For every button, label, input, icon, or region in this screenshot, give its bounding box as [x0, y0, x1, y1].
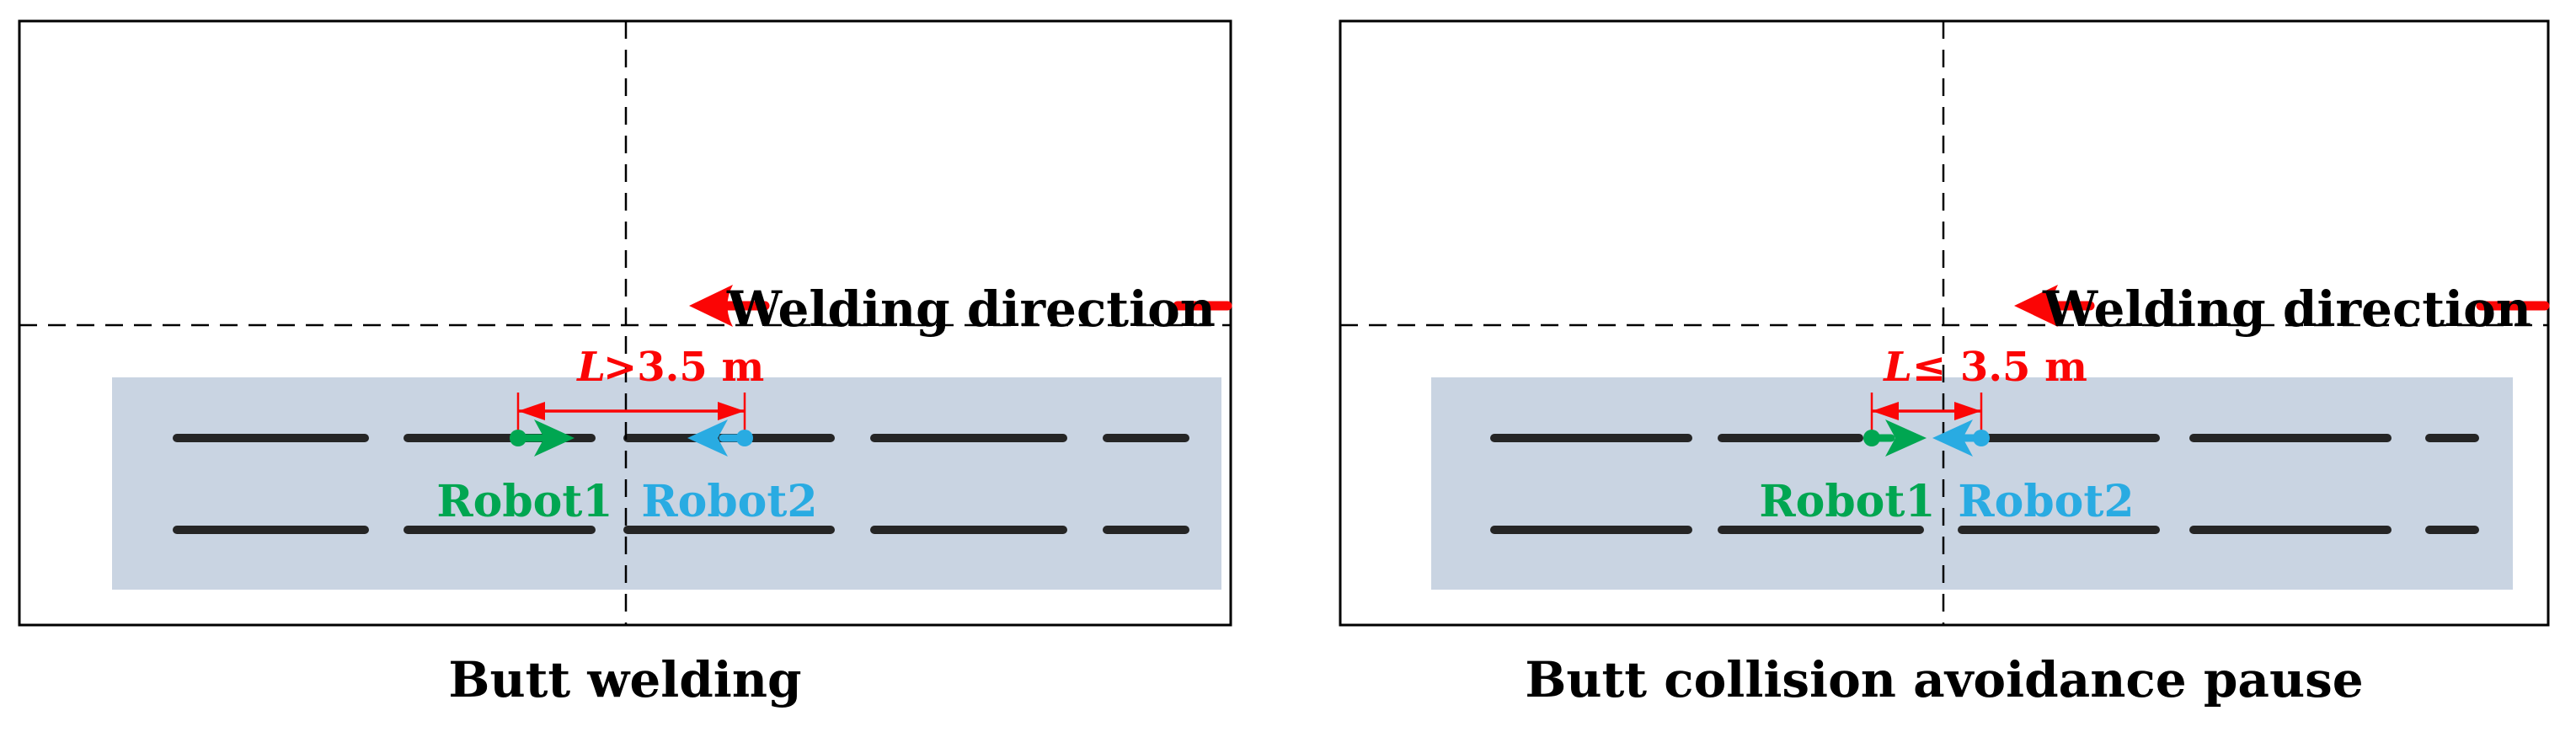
robot2-label: Robot2 — [1958, 476, 2134, 527]
dimension-arrowhead-left — [518, 402, 545, 420]
robot2-arrow-icon — [687, 419, 728, 457]
distance-relation: >3.5 m — [603, 344, 764, 391]
dimension-arrowhead-right — [718, 402, 745, 420]
panel-butt-welding: Welding direction L >3.5 m Robot1 Robot2… — [18, 19, 1232, 708]
robot1-arrow-icon — [534, 419, 575, 457]
dimension-arrowhead-right — [1954, 402, 1981, 420]
robot1-label: Robot1 — [436, 476, 612, 527]
robot2-arrow-icon — [1932, 419, 1973, 457]
robot1-dot — [510, 430, 526, 446]
welding-direction-arrow-icon — [2014, 285, 2058, 327]
distance-variable: L — [1882, 344, 1912, 391]
robot1-dot — [1863, 430, 1880, 446]
robot2-dot — [736, 430, 753, 446]
welding-direction-arrow-icon — [689, 285, 733, 327]
distance-relation: ≤ 3.5 m — [1912, 344, 2087, 391]
panel-caption: Butt collision avoidance pause — [1525, 651, 2363, 708]
robot2-dot — [1973, 430, 1990, 446]
panel-butt-collision-avoidance-pause: Welding direction L ≤ 3.5 m Robot1 Robot… — [1339, 19, 2550, 708]
robot1-arrow-icon — [1885, 419, 1927, 457]
shapes-layer — [18, 19, 1232, 627]
robot2-label: Robot2 — [641, 476, 817, 527]
shapes-layer — [1339, 19, 2550, 627]
welding-direction-label: Welding direction — [2042, 281, 2531, 338]
steel-plate — [112, 377, 1221, 590]
distance-variable: L — [575, 344, 606, 391]
welding-direction-label: Welding direction — [726, 281, 1216, 338]
robot1-label: Robot1 — [1759, 476, 1935, 527]
dimension-arrowhead-left — [1872, 402, 1899, 420]
panel-caption: Butt welding — [448, 651, 801, 708]
